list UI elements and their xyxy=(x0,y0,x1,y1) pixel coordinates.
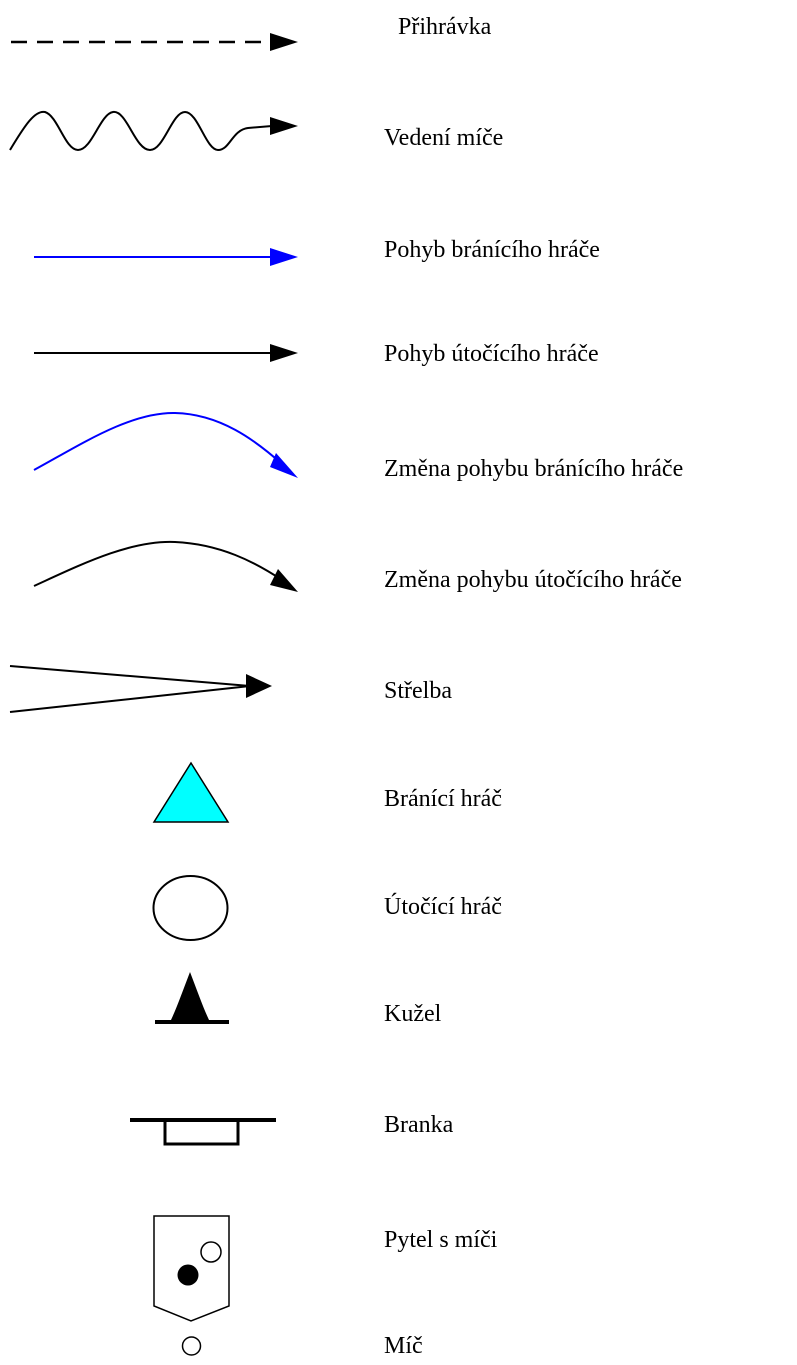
attacker-movement-arrow-icon xyxy=(34,344,298,362)
legend-label-defender-change: Změna pohybu bránícího hráče xyxy=(384,456,684,482)
legend-label-ball: Míč xyxy=(384,1333,423,1359)
legend-label-defender-player: Bránící hráč xyxy=(384,786,502,812)
legend-label-shot: Střelba xyxy=(384,678,452,704)
ball-bag-icon xyxy=(153,1215,230,1322)
shot-arrow-icon xyxy=(9,665,272,713)
legend-label-attacker-movement: Pohyb útočícího hráče xyxy=(384,341,599,367)
legend-label-attacker-player: Útočící hráč xyxy=(384,894,502,920)
attacker-circle-icon xyxy=(152,875,229,941)
cone-icon xyxy=(155,972,229,1024)
defender-triangle-icon xyxy=(152,761,230,823)
dribble-wavy-arrow-icon xyxy=(9,110,298,152)
legend-label-dribble: Vedení míče xyxy=(384,125,504,151)
ball-icon xyxy=(181,1336,202,1356)
attacker-change-direction-arrow-icon xyxy=(33,540,298,592)
goal-icon xyxy=(130,1118,276,1146)
pass-arrow-icon xyxy=(11,33,298,51)
legend-label-ball-bag: Pytel s míči xyxy=(384,1227,498,1253)
legend-label-defender-movement: Pohyb bránícího hráče xyxy=(384,237,600,263)
defender-change-direction-arrow-icon xyxy=(33,411,298,478)
legend-label-cone: Kužel xyxy=(384,1001,442,1027)
legend-label-pass: Přihrávka xyxy=(398,14,492,40)
legend-label-goal: Branka xyxy=(384,1112,454,1138)
legend-label-attacker-change: Změna pohybu útočícího hráče xyxy=(384,567,682,593)
defender-movement-arrow-icon xyxy=(34,248,298,266)
